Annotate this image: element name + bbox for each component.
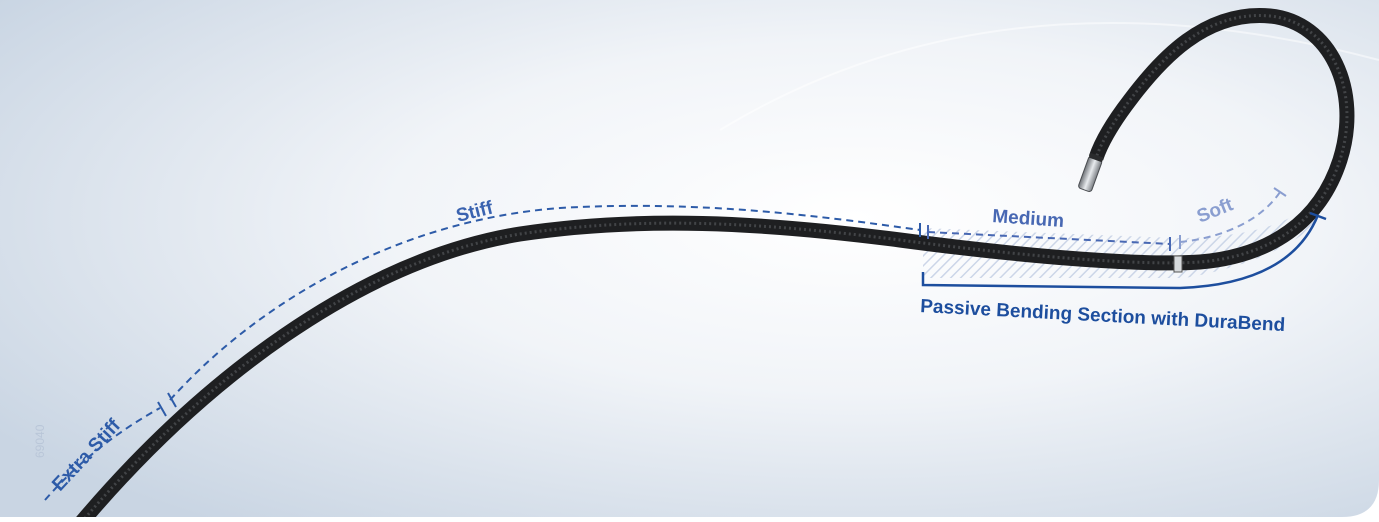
image-code: 69040	[33, 424, 47, 458]
section-ring	[1174, 256, 1182, 272]
